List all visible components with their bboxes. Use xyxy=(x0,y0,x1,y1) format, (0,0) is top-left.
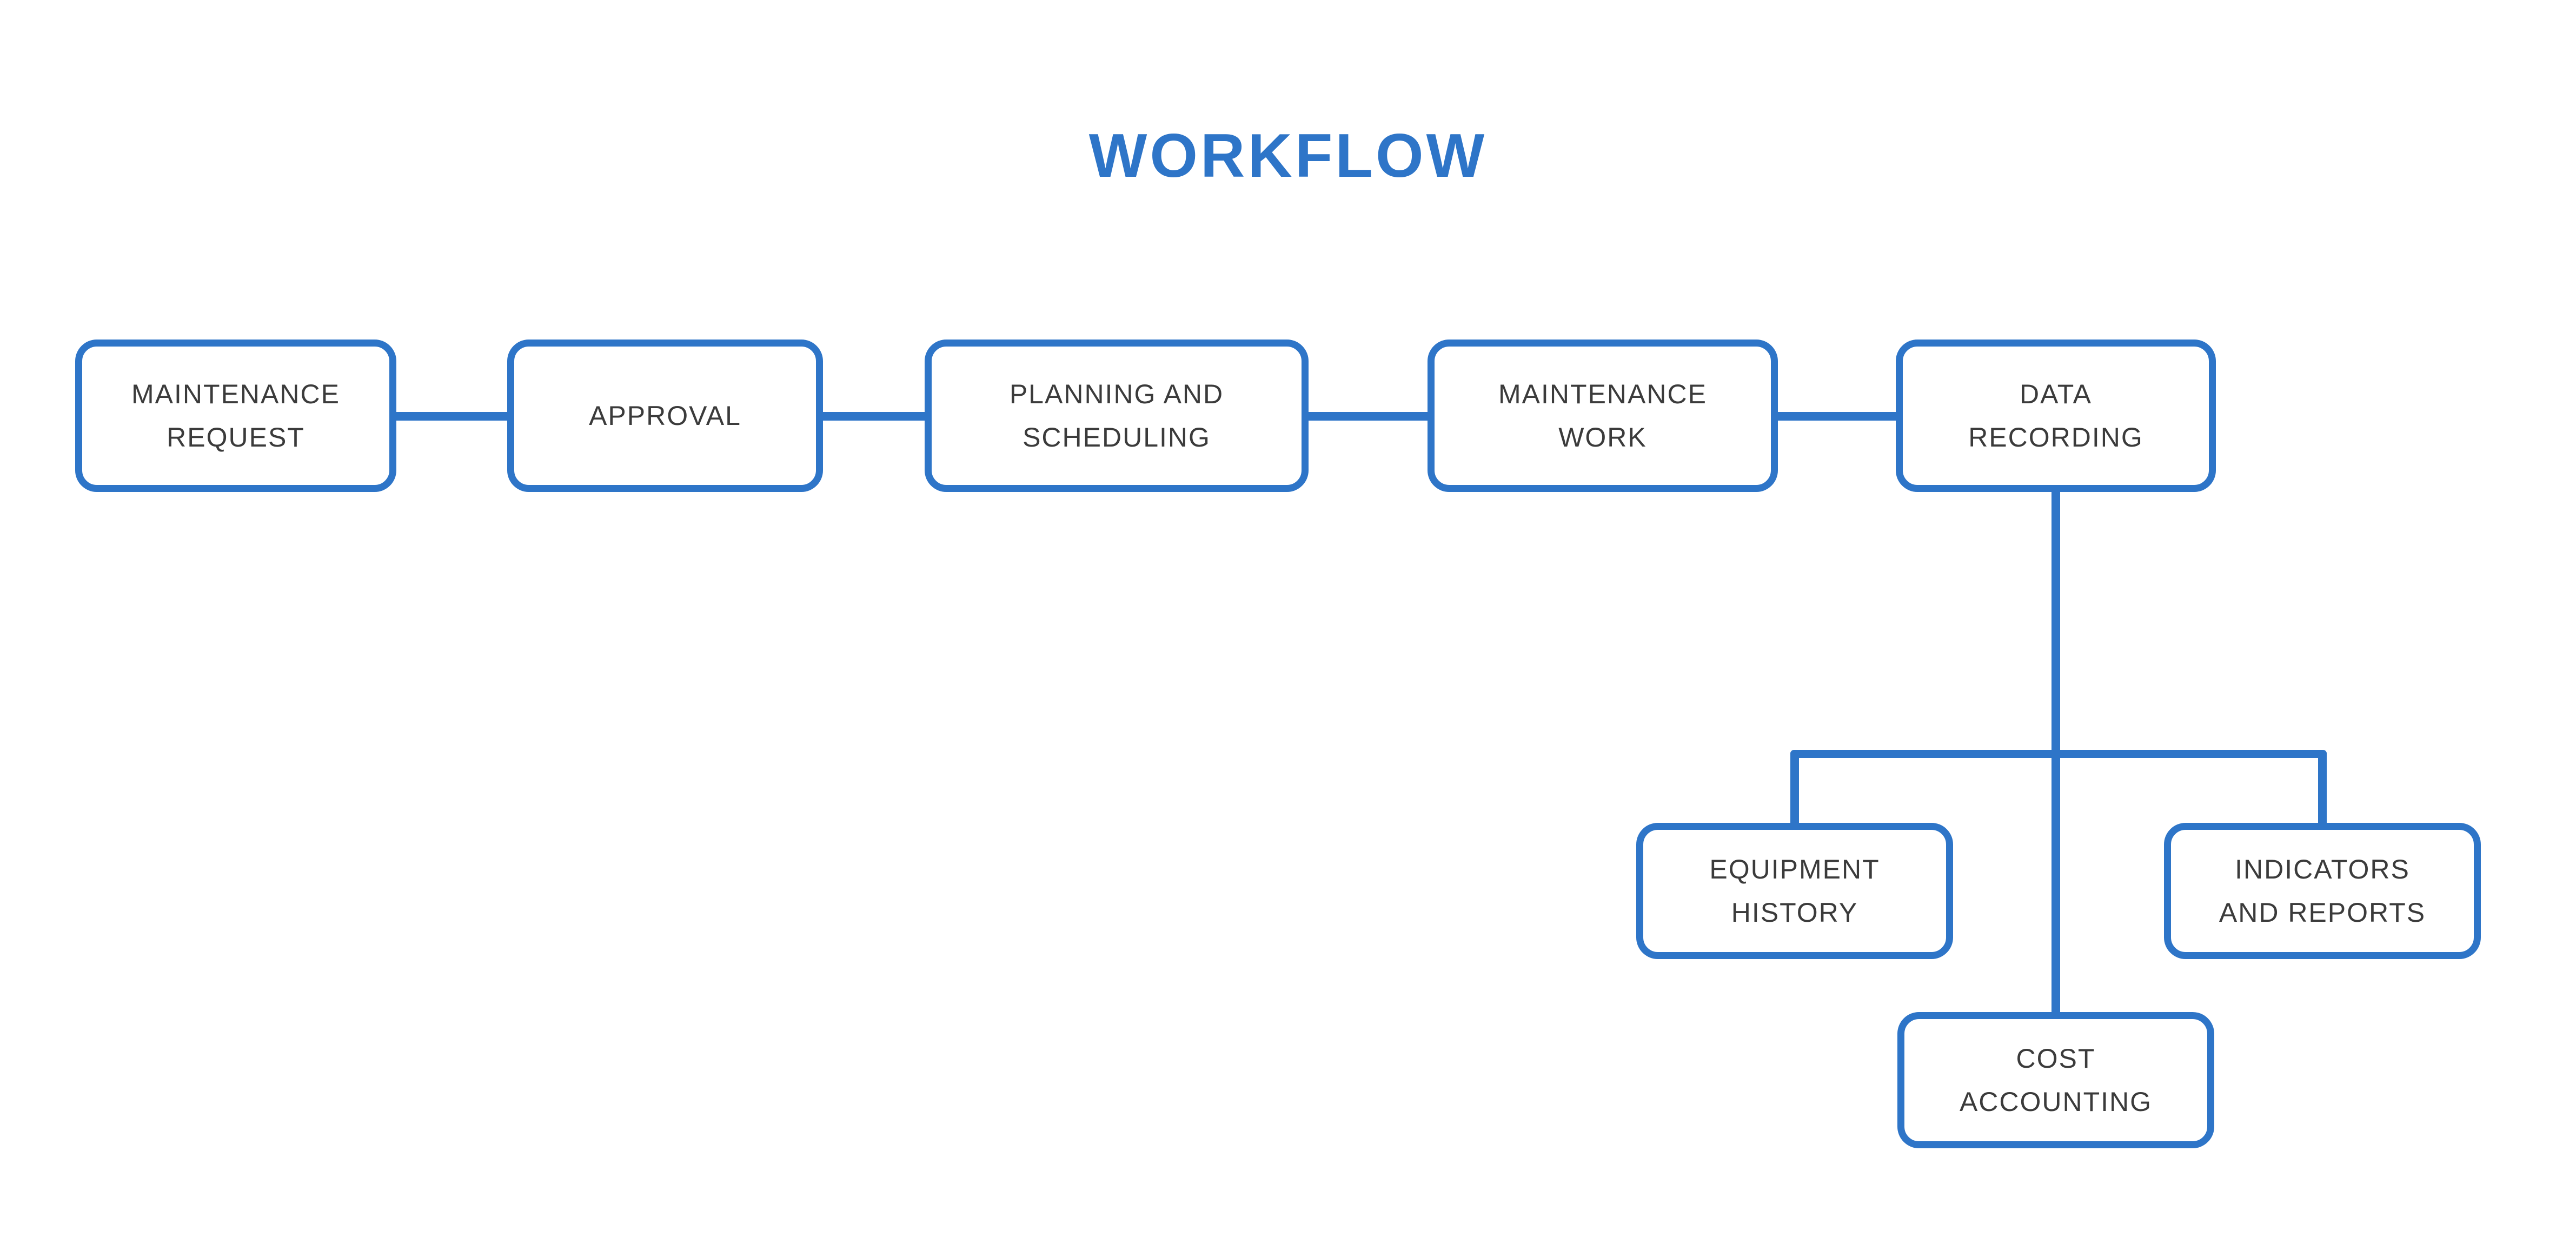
node-label: DATA RECORDING xyxy=(1968,379,2143,453)
node-label: MAINTENANCE REQUEST xyxy=(131,379,340,453)
page-title: WORKFLOW xyxy=(1088,122,1488,190)
node-maintenance-request: MAINTENANCE REQUEST xyxy=(75,340,396,492)
node-equipment-history: EQUIPMENT HISTORY xyxy=(1636,823,1953,959)
node-planning-and-scheduling: PLANNING AND SCHEDULING xyxy=(925,340,1309,492)
connector-approval-planning xyxy=(820,412,929,421)
connector-branch-bar xyxy=(1790,750,2327,758)
connector-work-recording xyxy=(1774,412,1900,421)
node-label: EQUIPMENT HISTORY xyxy=(1709,854,1880,928)
node-cost-accounting: COST ACCOUNTING xyxy=(1897,1012,2214,1148)
node-label: COST ACCOUNTING xyxy=(1959,1043,2153,1117)
node-label: MAINTENANCE WORK xyxy=(1498,379,1707,453)
connector-planning-work xyxy=(1305,412,1431,421)
node-indicators-and-reports: INDICATORS AND REPORTS xyxy=(2164,823,2481,959)
node-label: PLANNING AND SCHEDULING xyxy=(1009,379,1224,453)
connector-drop-indicators xyxy=(2318,753,2327,827)
connector-drop-equipment xyxy=(1790,753,1799,827)
connector-request-approval xyxy=(393,412,512,421)
node-approval: APPROVAL xyxy=(507,340,823,492)
node-maintenance-work: MAINTENANCE WORK xyxy=(1428,340,1778,492)
node-label: INDICATORS AND REPORTS xyxy=(2219,854,2426,928)
node-data-recording: DATA RECORDING xyxy=(1896,340,2216,492)
node-label: APPROVAL xyxy=(589,401,741,431)
